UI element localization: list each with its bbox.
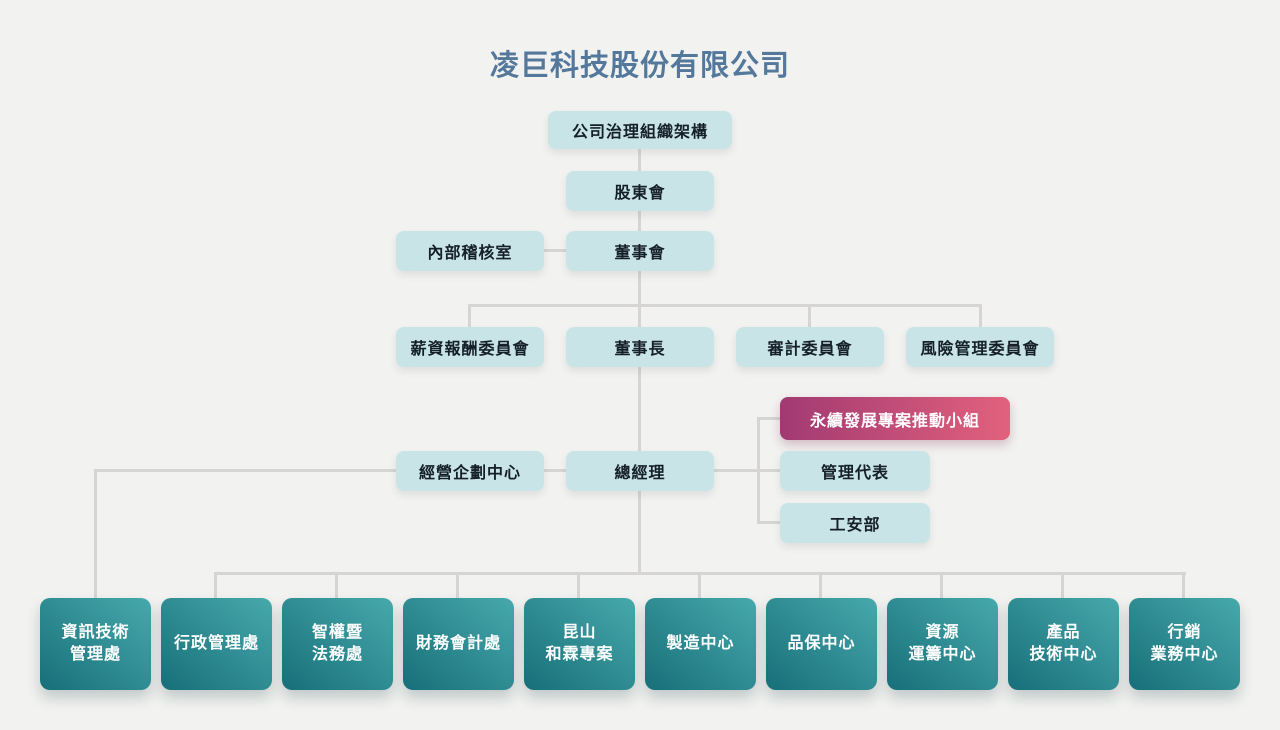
connector-line (757, 521, 780, 524)
node-board-of-directors: 董事會 (566, 231, 714, 271)
connector-line (214, 572, 217, 598)
connector-line (698, 572, 701, 598)
connector-line (757, 417, 780, 420)
connector-line (1182, 572, 1185, 598)
node-esg-taskforce: 永續發展專案推動小組 (780, 397, 1010, 440)
connector-line (714, 469, 760, 472)
connector-line (638, 148, 641, 172)
dept-label: 產品 技術中心 (1029, 624, 1098, 663)
dept-quality-assurance-center: 品保中心 (766, 598, 877, 690)
dept-resource-logistics-center: 資源 運籌中心 (887, 598, 998, 690)
dept-it-management: 資訊技術 管理處 (40, 598, 151, 690)
connector-line (638, 210, 641, 232)
node-industrial-safety-dept: 工安部 (780, 503, 930, 543)
connector-line (335, 572, 338, 598)
connector-line (638, 270, 641, 307)
connector-line (979, 304, 982, 328)
dept-finance-accounting: 財務會計處 (403, 598, 514, 690)
connector-line (819, 572, 822, 598)
node-business-planning-center: 經營企劃中心 (396, 451, 544, 491)
dept-label: 資源 運籌中心 (908, 624, 977, 663)
connector-line (808, 304, 811, 328)
dept-label: 製造中心 (666, 635, 735, 653)
connector-line (940, 572, 943, 598)
connector-line (543, 249, 567, 252)
dept-product-technology-center: 產品 技術中心 (1008, 598, 1119, 690)
node-risk-management-committee: 風險管理委員會 (906, 327, 1054, 367)
dept-label: 資訊技術 管理處 (61, 624, 130, 663)
connector-line (456, 572, 459, 598)
connector-line (1061, 572, 1064, 598)
node-chairman: 董事長 (566, 327, 714, 367)
company-title: 凌巨科技股份有限公司 (489, 50, 790, 82)
dept-label: 智權暨 法務處 (311, 624, 363, 663)
connector-line (543, 469, 567, 472)
dept-manufacturing-center: 製造中心 (645, 598, 756, 690)
dept-label: 品保中心 (787, 635, 856, 653)
node-compensation-committee: 薪資報酬委員會 (396, 327, 544, 367)
connector-line (638, 304, 641, 328)
dept-administration: 行政管理處 (161, 598, 272, 690)
dept-label: 財務會計處 (415, 635, 501, 653)
dept-kunshan-helin-project: 昆山 和霖專案 (524, 598, 635, 690)
node-shareholders-meeting: 股東會 (566, 171, 714, 211)
connector-line (468, 304, 471, 328)
node-internal-audit-office: 內部稽核室 (396, 231, 544, 271)
dept-marketing-sales-center: 行銷 業務中心 (1129, 598, 1240, 690)
dept-label: 行政管理處 (173, 635, 259, 653)
connector-line (577, 572, 580, 598)
node-president: 總經理 (566, 451, 714, 491)
node-audit-committee: 審計委員會 (736, 327, 884, 367)
dept-label: 昆山 和霖專案 (545, 624, 614, 663)
connector-line (638, 366, 641, 452)
connector-line (638, 491, 641, 574)
connector-line (94, 469, 397, 472)
connector-line (468, 304, 982, 307)
connector-line (94, 469, 97, 598)
dept-label: 行銷 業務中心 (1150, 624, 1219, 663)
node-management-representative: 管理代表 (780, 451, 930, 491)
connector-line (757, 469, 780, 472)
dept-ip-legal: 智權暨 法務處 (282, 598, 393, 690)
node-governance-structure: 公司治理組織架構 (548, 111, 732, 149)
